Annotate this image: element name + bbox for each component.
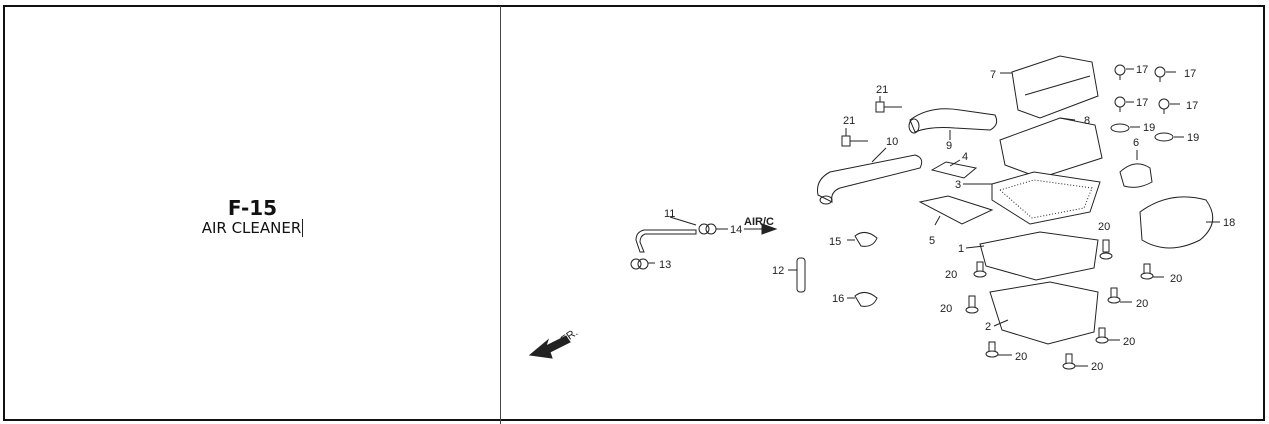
- callout-15: 15: [829, 236, 841, 248]
- part-21-bolt-a: [875, 96, 902, 113]
- callout-17d: 17: [1186, 100, 1198, 112]
- callout-17a: 17: [1136, 64, 1148, 76]
- part-5-plate: [918, 195, 994, 226]
- callout-20c: 20: [1170, 273, 1182, 285]
- callout-10: 10: [886, 136, 898, 148]
- part-19-grommet-a: [1110, 123, 1140, 133]
- callout-11: 11: [664, 208, 675, 220]
- page-title: AIR CLEANER: [201, 219, 304, 237]
- callout-20b: 20: [945, 269, 957, 281]
- callout-9: 9: [946, 140, 952, 152]
- callout-14: 14: [730, 224, 742, 236]
- part-6-elbow: [1119, 150, 1153, 188]
- part-17-screw-c: [1114, 96, 1134, 112]
- part-19-grommet-b: [1154, 132, 1184, 142]
- callout-20d: 20: [1136, 298, 1148, 310]
- callout-12: 12: [772, 265, 784, 277]
- callout-17b: 17: [1184, 68, 1196, 80]
- part-20-bolt-f: [1095, 327, 1120, 344]
- part-20-bolt-g: [985, 341, 1012, 358]
- callout-21b: 21: [843, 115, 855, 127]
- air-cleaner-label: AIR/C: [744, 216, 774, 228]
- callout-17c: 17: [1136, 97, 1148, 109]
- callout-3: 3: [955, 179, 961, 191]
- outer-border: [3, 5, 1265, 421]
- callout-4: 4: [962, 151, 968, 163]
- callout-20f: 20: [1123, 336, 1135, 348]
- callout-13: 13: [659, 259, 671, 271]
- part-12-tube: [788, 257, 806, 293]
- part-9-connecting-tube: [908, 108, 998, 140]
- part-20-bolt-b: [973, 261, 987, 278]
- part-11-hose: [635, 216, 697, 253]
- callout-18: 18: [1223, 217, 1235, 229]
- callout-1: 1: [958, 243, 964, 255]
- part-17-screw-b: [1154, 66, 1176, 82]
- callout-7: 7: [990, 69, 996, 81]
- callout-19a: 19: [1143, 122, 1155, 134]
- part-20-bolt-e: [965, 295, 979, 314]
- callout-20h: 20: [1091, 361, 1103, 373]
- title-panel: F-15 AIR CLEANER: [5, 7, 500, 421]
- callout-20g: 20: [1015, 351, 1027, 363]
- part-15-clamp: [847, 232, 878, 247]
- part-10-duct: [817, 147, 923, 205]
- part-18-band: [1139, 196, 1220, 249]
- part-7-cover: [1000, 55, 1099, 119]
- title-block: F-15 AIR CLEANER: [5, 197, 500, 238]
- part-17-screw-d: [1158, 98, 1180, 114]
- part-8-housing: [999, 117, 1103, 179]
- exploded-parts-diagram: FR. AIR/C 1 2 3 4 5 6 7 8 9 10 11 12 13 …: [528, 55, 1235, 373]
- callout-21a: 21: [876, 84, 888, 96]
- page-code: F-15: [227, 196, 278, 220]
- callout-5: 5: [929, 235, 935, 247]
- callout-6: 6: [1133, 137, 1139, 149]
- callout-20a: 20: [1098, 221, 1110, 233]
- part-2-case: [989, 281, 1099, 345]
- diagram-labels: FR. AIR/C 1 2 3 4 5 6 7 8 9 10 11 12 13 …: [559, 64, 1235, 373]
- front-direction-arrow: [528, 335, 571, 359]
- part-20-bolt-a: [1099, 239, 1113, 260]
- part-21-bolt-b: [841, 128, 868, 147]
- part-13-clamp: [630, 258, 655, 270]
- callout-16: 16: [832, 293, 844, 305]
- part-3-filter-element: [963, 171, 1101, 225]
- part-1-lower-housing: [965, 231, 1099, 281]
- part-20-bolt-d: [1107, 287, 1132, 304]
- callout-2: 2: [985, 321, 991, 333]
- callout-8: 8: [1084, 115, 1090, 127]
- part-14-clamp: [698, 223, 778, 235]
- part-17-screw-a: [1114, 64, 1134, 80]
- part-20-bolt-c: [1140, 263, 1164, 280]
- callout-20e: 20: [940, 303, 952, 315]
- part-20-bolt-h: [1062, 353, 1088, 370]
- panel-divider: [500, 6, 501, 424]
- callout-19b: 19: [1187, 132, 1199, 144]
- part-4-seal: [930, 159, 978, 179]
- part-16-clamp: [847, 292, 878, 307]
